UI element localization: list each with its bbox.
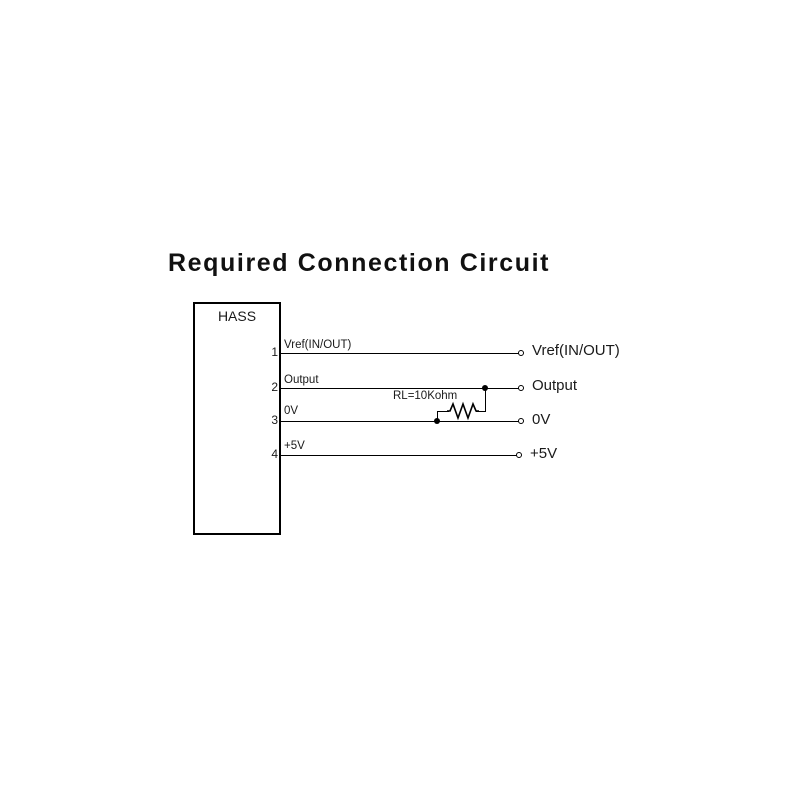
device-label: HASS <box>217 308 257 324</box>
terminal-label-5v: +5V <box>530 445 558 462</box>
terminal-vref[interactable] <box>518 350 524 356</box>
resistor-lead-right <box>476 411 486 412</box>
wire-label-5v: +5V <box>284 440 305 452</box>
resistor-branch-right-leg <box>485 388 486 411</box>
resistor-branch-left-leg <box>437 411 438 421</box>
resistor-lead-left <box>437 411 449 412</box>
terminal-0v[interactable] <box>518 418 524 424</box>
terminal-5v[interactable] <box>516 452 522 458</box>
terminal-label-0v: 0V <box>532 411 551 428</box>
wire-label-vref: Vref(IN/OUT) <box>284 339 352 351</box>
pin-number-1: 1 <box>271 345 278 359</box>
junction-dot-0v <box>434 418 440 424</box>
wire-label-0v: 0V <box>284 405 299 417</box>
wire-pin-3 <box>281 421 521 422</box>
wire-label-output: Output <box>284 374 319 386</box>
pin-number-4: 4 <box>271 447 278 461</box>
device-body-hass <box>193 302 281 535</box>
resistor-value-label: RL=10Kohm <box>393 390 458 402</box>
terminal-label-vref: Vref(IN/OUT) <box>532 342 620 359</box>
junction-dot-output <box>482 385 488 391</box>
page-title: Required Connection Circuit <box>168 249 551 277</box>
pin-number-2: 2 <box>271 380 278 394</box>
wire-pin-1 <box>281 353 521 354</box>
pin-number-3: 3 <box>271 413 278 427</box>
wire-pin-2 <box>281 388 521 389</box>
terminal-output[interactable] <box>518 385 524 391</box>
wire-pin-4 <box>281 455 519 456</box>
terminal-label-output: Output <box>532 377 578 394</box>
resistor-icon <box>447 401 479 421</box>
